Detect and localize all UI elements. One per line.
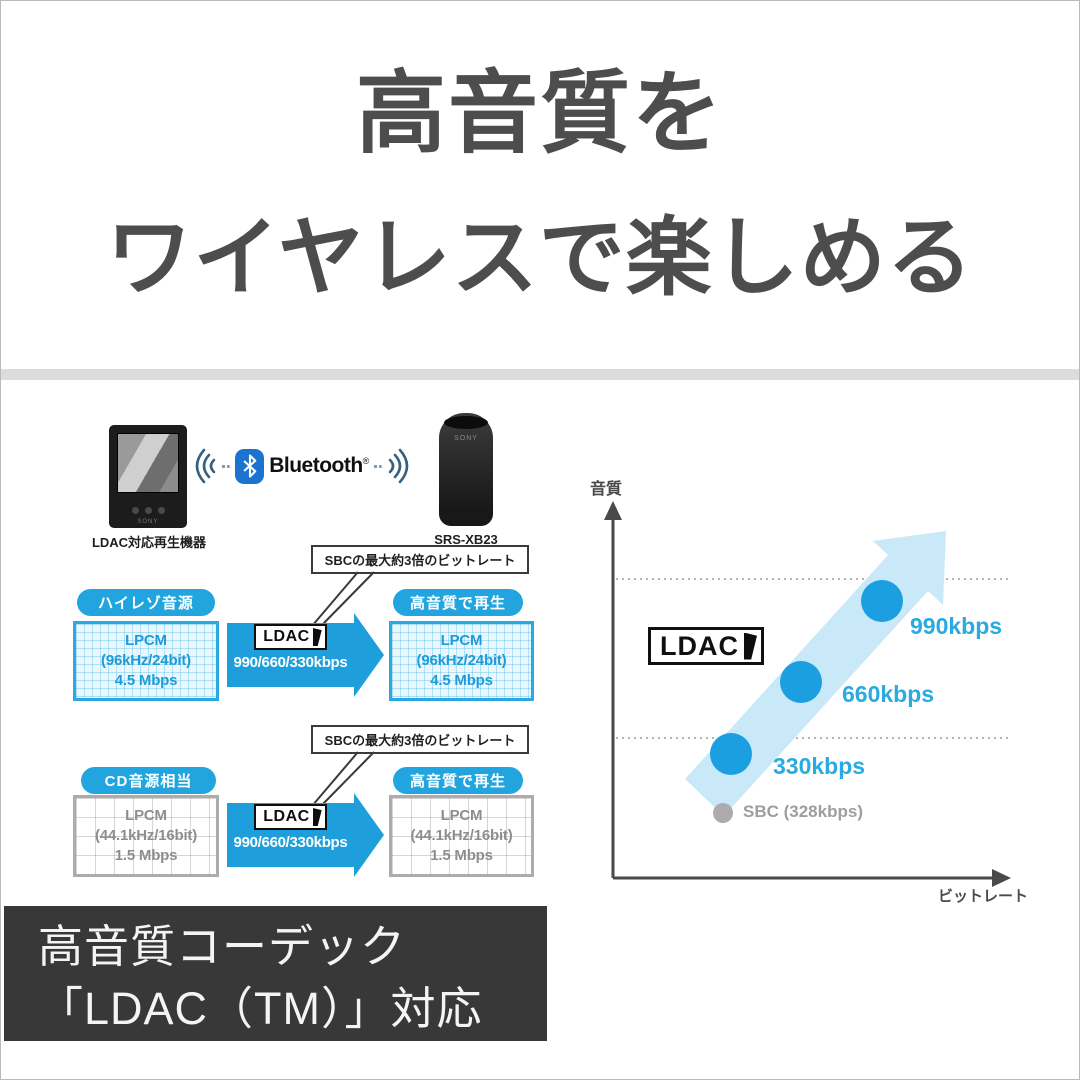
radio-wave-icon [195, 448, 216, 484]
ldac-logo-badge: LDAC [648, 627, 764, 665]
speaker-image: SONY [439, 413, 493, 526]
x-axis-arrow-icon [992, 869, 1011, 887]
ldac-codec-badge: LDAC [254, 624, 327, 650]
hires-callout-box: SBCの最大約3倍のビットレート [311, 545, 529, 574]
arrow-head-icon [354, 793, 384, 877]
hires-codec-arrow: LDAC 990/660/330kbps [227, 609, 385, 703]
quality-bitrate-chart: 音質 ビットレート LDAC 330kbps 660kbps 990kbps S… [586, 463, 1029, 908]
cd-result-tag: 高音質で再生 [393, 767, 523, 794]
cd-codec-arrow: LDAC 990/660/330kbps [227, 789, 385, 883]
radio-wave-icon [388, 448, 409, 484]
section-divider [1, 369, 1079, 380]
ldac-point-990 [861, 580, 903, 622]
cd-callout-box: SBCの最大約3倍のビットレート [311, 725, 529, 754]
dotted-link-icon [222, 464, 231, 468]
hires-result-tag: 高音質で再生 [393, 589, 523, 616]
hires-source-tag: ハイレゾ音源 [77, 589, 215, 616]
y-axis-arrow-icon [604, 501, 622, 520]
point-label-330: 330kbps [773, 753, 866, 779]
cd-source-tag: CD音源相当 [81, 767, 216, 794]
cd-source-spec-box: LPCM (44.1kHz/16bit) 1.5 Mbps [73, 795, 219, 877]
hires-source-spec-box: LPCM (96kHz/24bit) 4.5 Mbps [73, 621, 219, 701]
banner-line-1: 高音質コーデック [38, 921, 407, 972]
ldac-point-660 [780, 661, 822, 703]
ldac-wedge-icon [312, 628, 322, 646]
ldac-codec-badge: LDAC [254, 804, 327, 830]
speaker-model-label: SRS-XB23 [434, 532, 498, 547]
walkman-buttons [109, 507, 187, 514]
bluetooth-logo-icon [235, 448, 265, 484]
speaker-brand-label: SONY [454, 435, 478, 442]
sbc-point [713, 803, 733, 823]
y-axis-label: 音質 [590, 481, 623, 498]
codec-bitrates-label: 990/660/330kbps [233, 654, 348, 671]
dotted-link-icon [373, 464, 382, 468]
point-label-660: 660kbps [842, 681, 935, 707]
bluetooth-rune-icon [243, 454, 256, 478]
sbc-legend-label: SBC (328kbps) [743, 802, 863, 821]
ldac-wedge-icon [744, 632, 757, 660]
bluetooth-connection: Bluetooth® [193, 442, 411, 490]
walkman-screen [117, 433, 179, 493]
walkman-brand-label: SONY [137, 519, 159, 525]
feature-banner: 高音質コーデック 「LDAC（TM）」対応 [4, 906, 547, 1041]
player-device-label: LDAC対応再生機器 [91, 535, 207, 550]
chart-plot [604, 501, 1011, 887]
page-title: 高音質を ワイヤレスで楽しめる [1, 63, 1079, 307]
x-axis-label: ビットレート [938, 888, 1029, 905]
codec-bitrates-label: 990/660/330kbps [233, 834, 348, 851]
page-title-line-1: 高音質を [356, 64, 724, 164]
page-title-line-2: ワイヤレスで楽しめる [106, 209, 974, 306]
walkman-player-image: SONY [109, 425, 187, 528]
bluetooth-wordmark: Bluetooth® [269, 454, 369, 477]
callout-pointer-icon [311, 571, 375, 627]
hires-result-spec-box: LPCM (96kHz/24bit) 4.5 Mbps [389, 621, 534, 701]
cd-result-spec-box: LPCM (44.1kHz/16bit) 1.5 Mbps [389, 795, 534, 877]
ldac-wedge-icon [312, 808, 322, 826]
arrow-head-icon [354, 613, 384, 697]
callout-pointer-icon [311, 751, 375, 807]
ldac-point-330 [710, 733, 752, 775]
banner-line-2: 「LDAC（TM）」対応 [38, 983, 483, 1035]
point-label-990: 990kbps [910, 613, 1003, 639]
